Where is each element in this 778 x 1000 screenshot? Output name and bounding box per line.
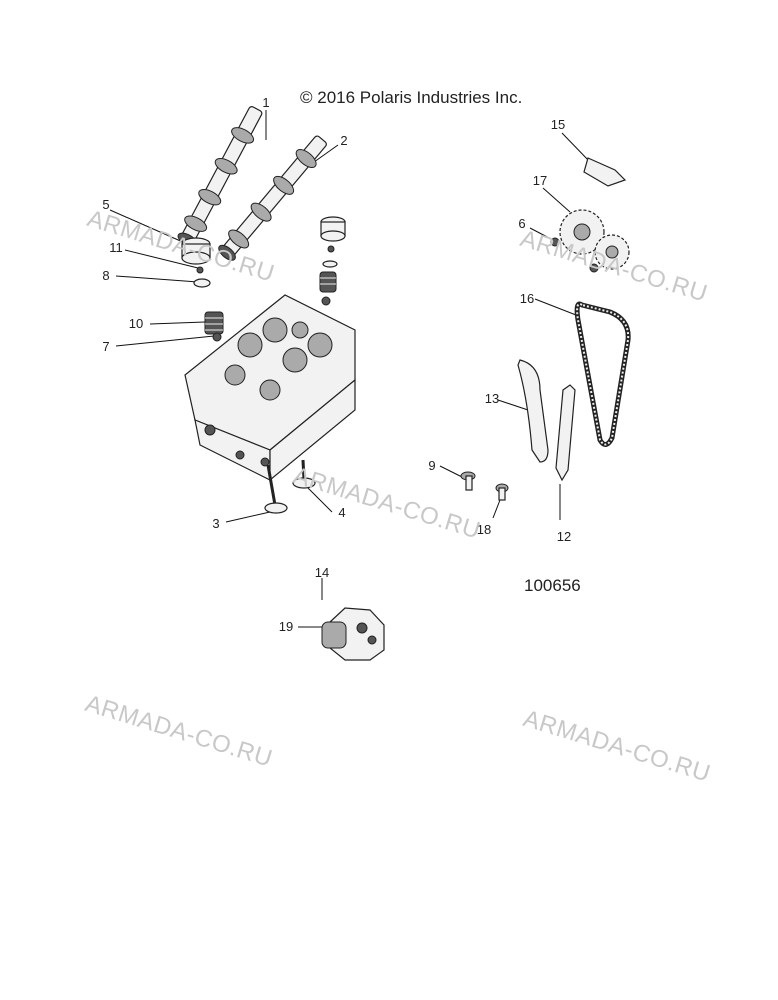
camshaft-exhaust [218,135,327,261]
callout-12: 12 [556,529,572,544]
cylinder-head [184,294,356,482]
leader-16 [534,298,577,316]
valve-keeper-left [196,266,204,274]
chain-guide-upper [583,157,627,187]
leader-3 [225,511,271,523]
leader-5 [109,209,186,244]
callout-2: 2 [340,133,348,148]
leader-10 [149,321,206,325]
callout-6: 6 [518,216,526,231]
callout-5: 5 [102,197,110,212]
valve-seal-left [212,332,222,342]
drawing-number: 100656 [524,576,581,595]
leader-7 [115,335,215,347]
valve-keeper-right [327,245,335,253]
cam-sprocket-left [559,209,605,255]
guide-bolt-9 [460,471,476,491]
callout-10: 10 [128,316,144,331]
spring-retainer-left [193,278,211,288]
leader-15 [561,132,591,163]
callout-11: 11 [109,240,123,255]
callout-3: 3 [212,516,220,531]
callout-19: 19 [278,619,294,634]
leader-13 [497,399,529,411]
callout-17: 17 [532,173,548,188]
callout-1: 1 [262,95,270,110]
leader-17 [542,187,571,213]
callout-7: 7 [102,339,110,354]
callout-9: 9 [428,458,436,473]
guide-bolt-18 [495,483,509,501]
valve-tappet-right [320,216,346,242]
spring-retainer-right [322,260,338,268]
chain-tensioner-guide [517,359,549,463]
callout-16: 16 [519,291,535,306]
leader-18 [492,499,501,519]
callout-13: 13 [484,391,500,406]
leader-4 [307,487,333,513]
leader-6 [529,227,554,241]
valve-spring-left [204,311,224,335]
cam-sprocket-right [594,234,630,270]
valve-tappet-left [181,237,211,265]
valve-exhaust [292,459,316,489]
leader-lines [109,110,591,628]
sprocket-bolt-left [550,237,560,247]
leader-11 [124,249,199,269]
callout-14: 14 [314,565,330,580]
callout-4: 4 [338,505,346,520]
valve-seal-right [321,296,331,306]
callout-8: 8 [102,268,110,283]
leader-8 [115,275,199,283]
callout-15: 15 [550,117,566,132]
chain-tensioner [321,607,385,661]
sprocket-bolt-right [589,263,599,273]
valve-intake [264,464,288,514]
chain-guide-fixed [555,384,576,482]
copyright-text: © 2016 Polaris Industries Inc. [300,88,523,107]
valve-spring-right [319,271,337,293]
callout-18: 18 [476,522,492,537]
timing-chain [574,301,631,447]
